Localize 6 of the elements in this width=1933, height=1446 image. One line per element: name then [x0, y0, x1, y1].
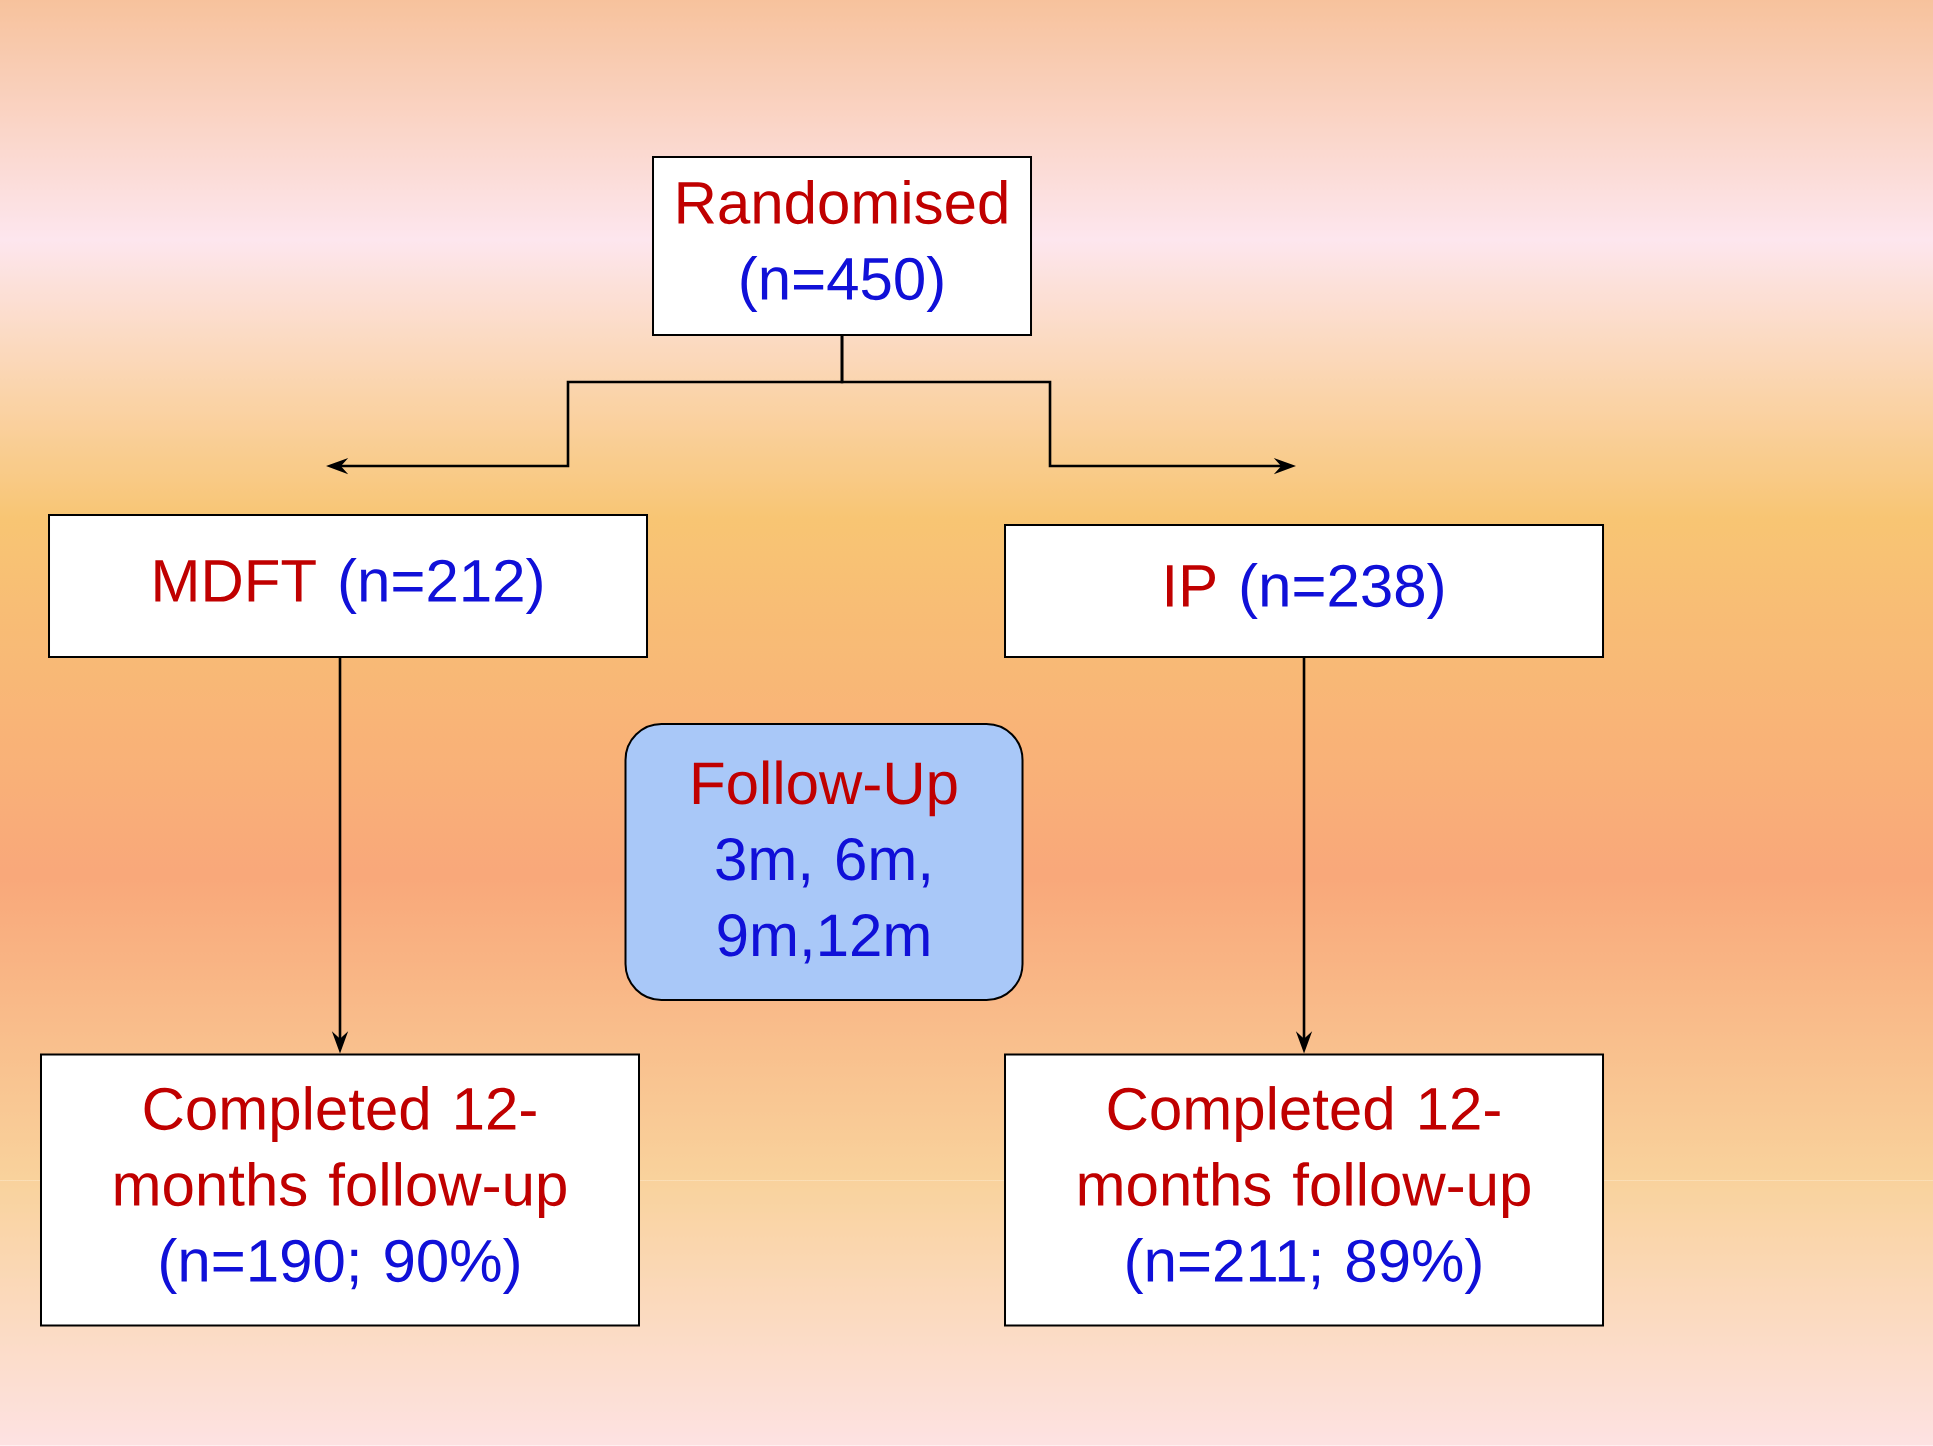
rounded-box: Follow-Up 3m, 6m, 9m,12m: [624, 723, 1024, 1001]
process-box: IP (n=238): [1004, 524, 1604, 658]
process-box: MDFT (n=212): [48, 514, 648, 658]
process-box: Completed 12-months follow-up (n=211; 89%): [1004, 1053, 1604, 1327]
process-box: Randomised (n=450): [652, 156, 1032, 336]
process-box: Completed 12-months follow-up (n=190; 90%): [40, 1053, 640, 1327]
